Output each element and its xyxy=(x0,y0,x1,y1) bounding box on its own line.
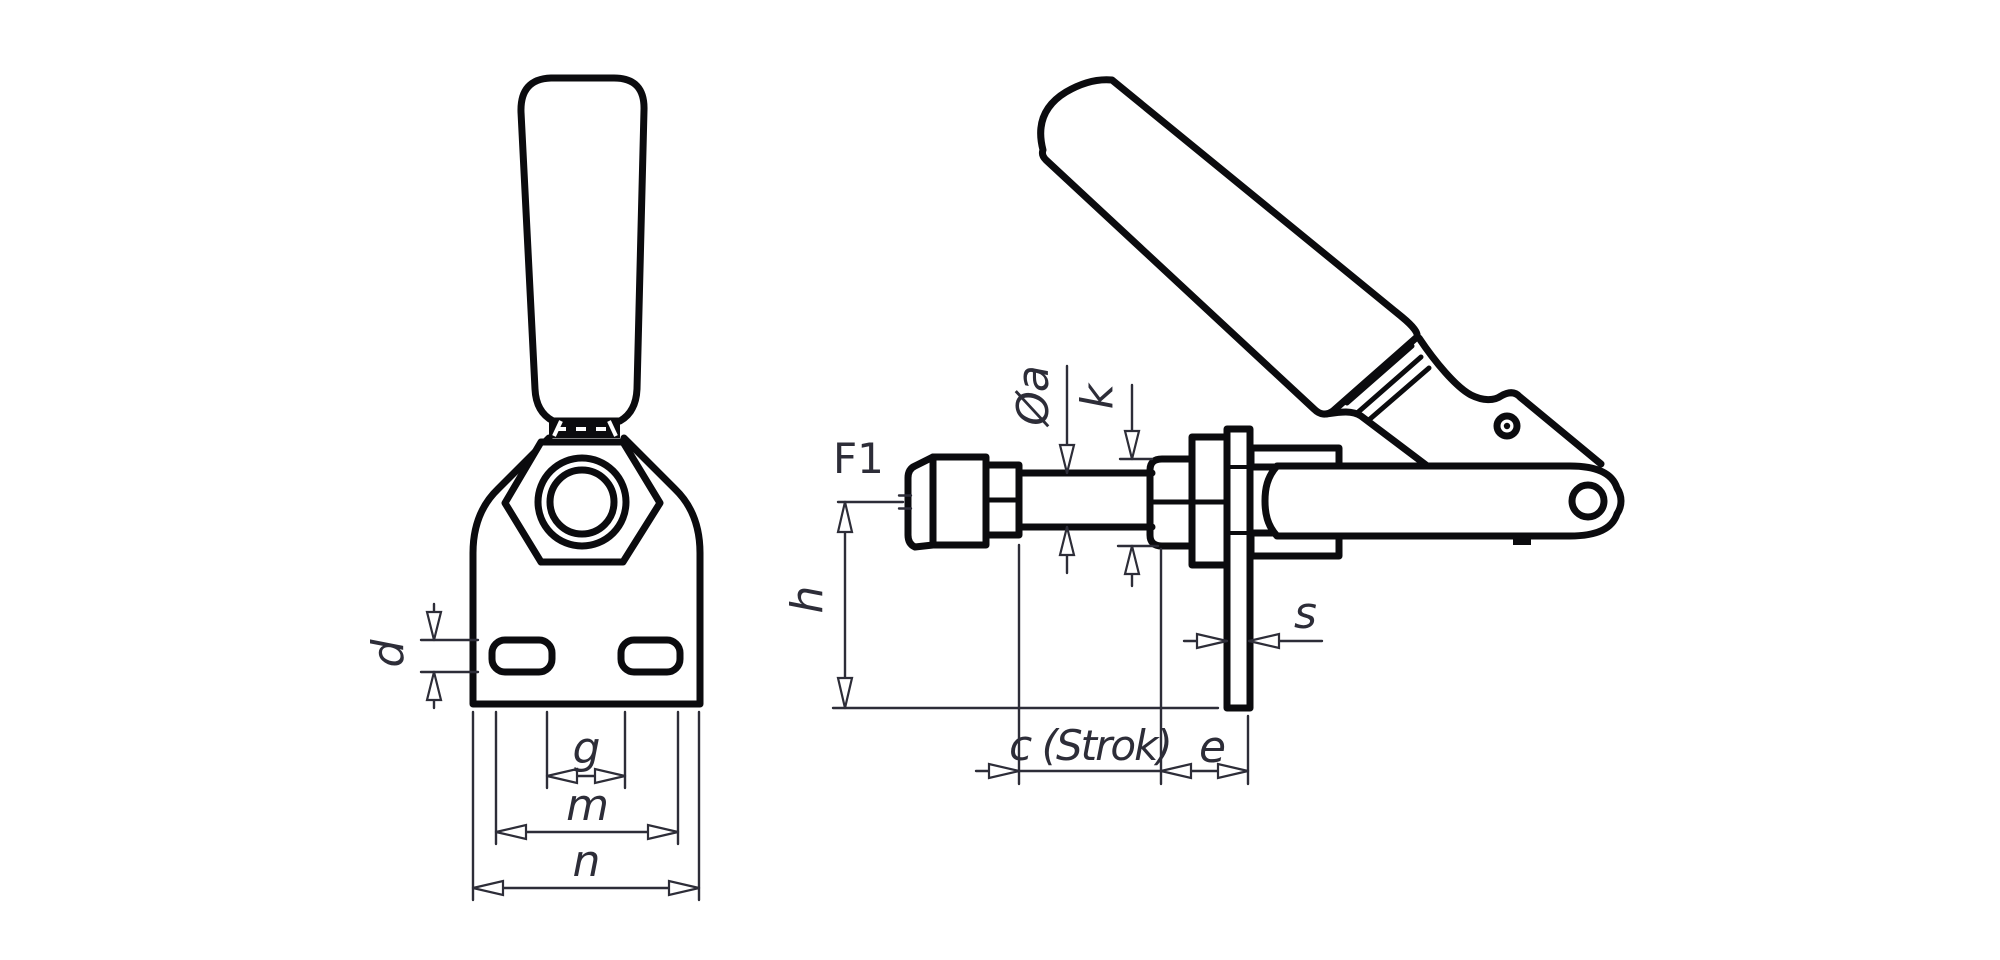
rivet-pin-center xyxy=(1503,422,1511,430)
dimension-g: g xyxy=(545,710,627,790)
front-view: d g m n xyxy=(363,74,704,902)
label-n: n xyxy=(573,836,600,887)
plunger-head xyxy=(929,453,990,549)
handle-front xyxy=(517,74,648,425)
hex-nut-front xyxy=(501,438,664,566)
knurl-band-front xyxy=(549,419,620,438)
mounting-slot-left xyxy=(488,636,556,676)
label-f1: F1 xyxy=(833,434,884,483)
pivot-head-lower-edge xyxy=(1322,408,1434,472)
label-m: m xyxy=(566,780,608,831)
clamp-bar xyxy=(1261,462,1625,540)
dimension-k: k xyxy=(1072,382,1160,588)
bar-stop-tab xyxy=(1513,536,1531,545)
label-h: h xyxy=(782,587,833,614)
label-d: d xyxy=(363,638,414,667)
dimension-n: n xyxy=(471,710,701,902)
dimension-m: m xyxy=(494,710,680,846)
dimension-e: e xyxy=(1159,714,1250,786)
rivet-pin xyxy=(1493,412,1521,440)
bar-end-hole xyxy=(1568,481,1608,521)
dimension-d: d xyxy=(363,602,480,710)
dimension-h: h xyxy=(782,500,1220,710)
mounting-plate xyxy=(1223,425,1254,712)
label-e: e xyxy=(1199,722,1225,773)
side-view: F1 h Øa k xyxy=(782,76,1625,786)
dimension-f1: F1 xyxy=(833,434,913,510)
spindle-hole-outer xyxy=(534,454,630,550)
label-g: g xyxy=(573,723,600,774)
label-k: k xyxy=(1072,382,1123,409)
dimension-s: s xyxy=(1182,588,1324,650)
label-dia-a: Øa xyxy=(1008,366,1059,428)
label-s: s xyxy=(1294,588,1316,639)
dimension-c-strok: c (Strok) xyxy=(974,543,1173,786)
pivot-head-top-outline xyxy=(1415,334,1605,468)
plunger-nose xyxy=(904,453,937,551)
label-c-strok: c (Strok) xyxy=(1009,721,1171,770)
spindle-hole-inner xyxy=(546,466,618,538)
dimension-dia-a: Øa xyxy=(1008,364,1076,575)
knurl-band-side xyxy=(1344,343,1432,422)
mounting-slot-right xyxy=(617,636,684,676)
clamp-body-front xyxy=(469,434,704,708)
handle-side xyxy=(1037,76,1421,418)
